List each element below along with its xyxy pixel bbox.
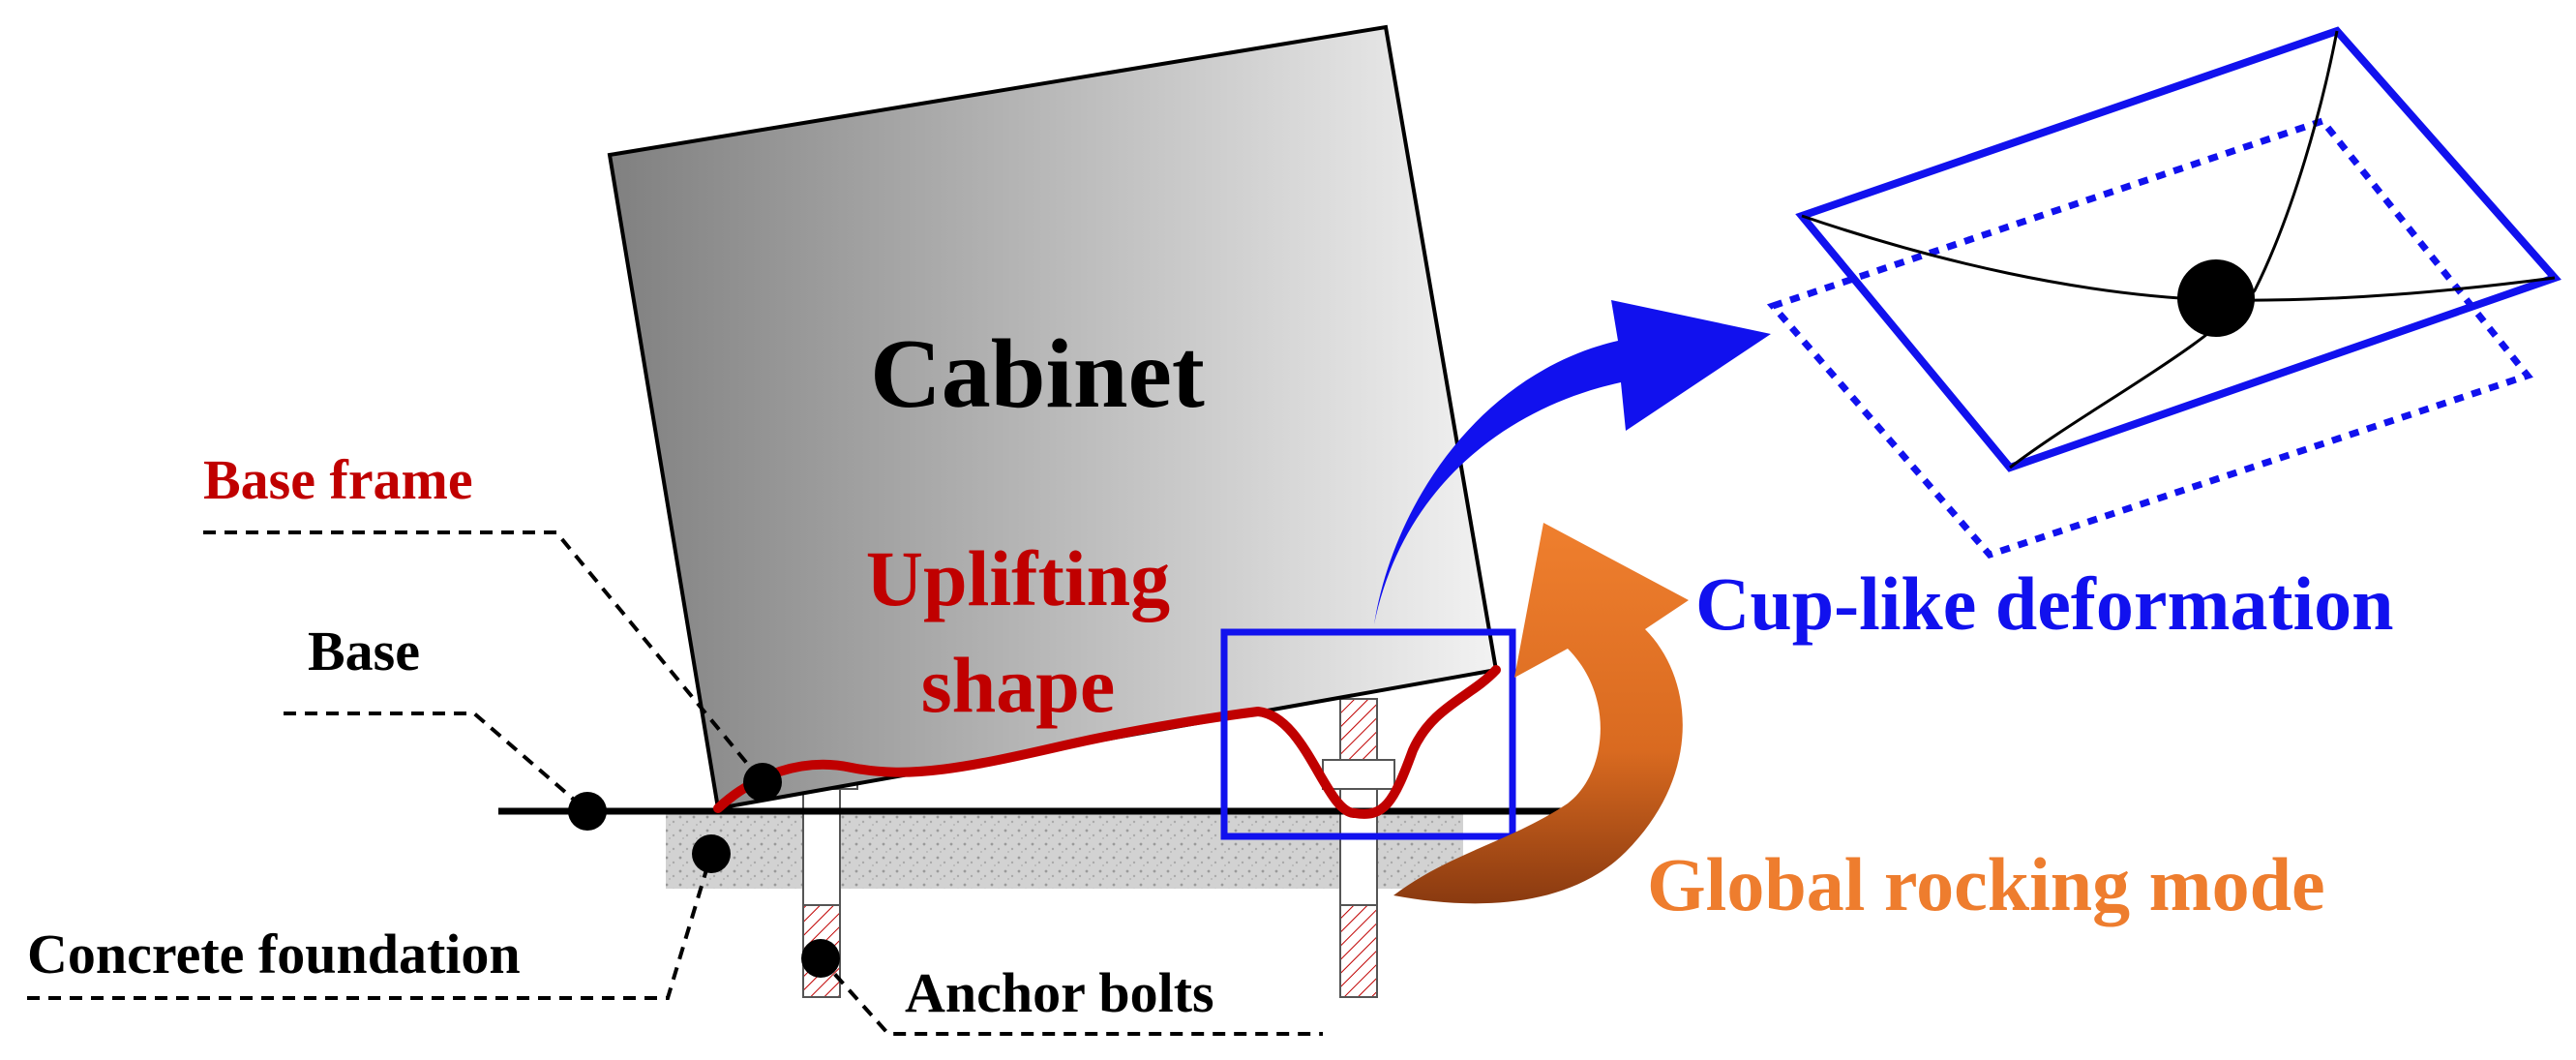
global-rocking-arrow bbox=[1393, 523, 1689, 904]
deformed-plate-outline bbox=[1766, 116, 2533, 560]
base-frame-label: Base frame bbox=[203, 448, 473, 511]
concrete-foundation-label: Concrete foundation bbox=[27, 923, 521, 985]
uplifting-shape-curve bbox=[713, 665, 1501, 819]
deformation-center-dot bbox=[2177, 259, 2255, 337]
base-leader bbox=[284, 712, 589, 813]
base-dot bbox=[568, 792, 607, 831]
base-label: Base bbox=[308, 620, 420, 682]
concrete-foundation-block bbox=[666, 813, 1463, 889]
detail-highlight-box bbox=[1220, 628, 1516, 840]
anchor-bolt-right bbox=[1322, 698, 1395, 998]
concrete-foundation-leader bbox=[27, 853, 713, 1000]
cabinet-label: Cabinet bbox=[870, 319, 1205, 429]
anchor-bolts-dot bbox=[801, 939, 840, 978]
base-frame-leader bbox=[203, 530, 764, 784]
global-rocking-mode-label: Global rocking mode bbox=[1647, 842, 2325, 926]
blue-arrow bbox=[1374, 300, 1771, 624]
deformation-curve-b bbox=[2009, 30, 2339, 469]
cup-like-deformation-label: Cup-like deformation bbox=[1695, 561, 2394, 646]
uplifting-label-line2: shape bbox=[921, 641, 1116, 729]
base-frame-dot bbox=[743, 763, 782, 802]
concrete-foundation-dot bbox=[692, 834, 731, 873]
uplifting-label-line1: Uplifting bbox=[866, 534, 1170, 622]
anchor-bolts-leader bbox=[819, 956, 1323, 1036]
anchor-bolts-label: Anchor bolts bbox=[905, 961, 1214, 1024]
